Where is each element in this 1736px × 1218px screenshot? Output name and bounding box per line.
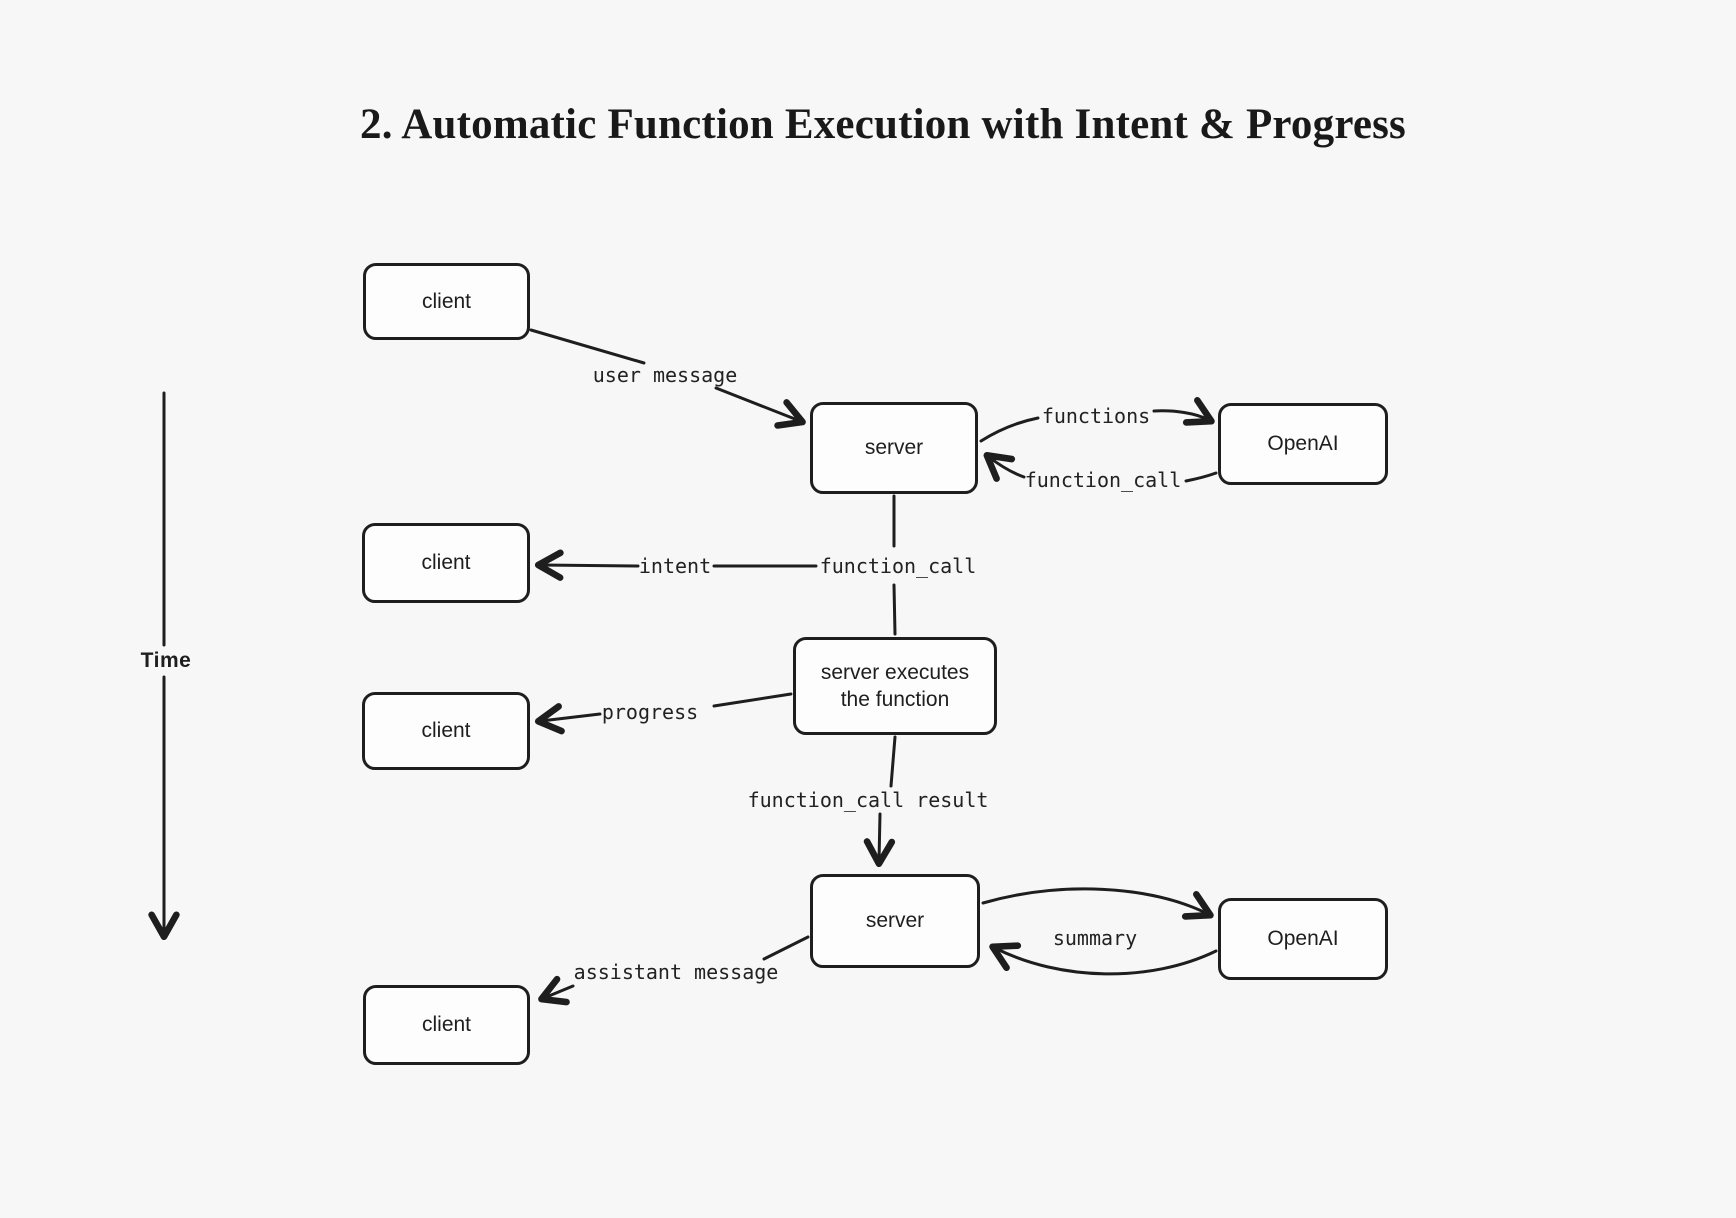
- intent-arrow: [534, 549, 640, 581]
- page-title: 2. Automatic Function Execution with Int…: [360, 101, 1406, 148]
- node-client-intent-label: client: [421, 551, 471, 575]
- edge-label-functions: functions: [1041, 404, 1151, 428]
- functions-line: [979, 416, 1040, 443]
- progress-line: [712, 692, 793, 708]
- assistant-message-arrow: [538, 975, 575, 1006]
- node-server-top-label: server: [864, 436, 924, 460]
- function-call-return-arrow: [983, 452, 1026, 482]
- function-call-down-line-lower: [892, 583, 897, 636]
- summary-arrow-to-openai: [981, 887, 1214, 920]
- node-client-intent: client: [362, 523, 530, 603]
- node-client-top-label: client: [421, 289, 472, 313]
- edge-label-assistant-message: assistant message: [573, 960, 779, 984]
- edge-label-user-message: user message: [592, 363, 738, 387]
- edge-label-function-call-down: function_call: [819, 554, 977, 578]
- progress-arrow: [534, 703, 602, 735]
- node-client-final-label: client: [421, 1013, 472, 1037]
- edge-label-function-call-result: function_call result: [747, 788, 989, 812]
- user-message-arrow: [714, 386, 806, 429]
- node-openai-bottom: OpenAI: [1218, 898, 1388, 980]
- node-server-bottom: server: [810, 874, 980, 968]
- edge-label-function-call-return: function_call: [1024, 468, 1182, 492]
- edge-label-intent: intent: [638, 554, 712, 578]
- function-call-result-line: [889, 735, 897, 788]
- node-client-final: client: [363, 985, 530, 1065]
- node-openai-bottom-label: OpenAI: [1267, 927, 1339, 951]
- node-executor-label-line1: server executes: [820, 660, 970, 684]
- node-executor-label-line2: the function: [840, 688, 950, 711]
- node-server-bottom-label: server: [865, 909, 925, 933]
- edge-label-progress: progress: [601, 700, 699, 724]
- function-call-result-arrow: [863, 812, 896, 868]
- edge-label-summary: summary: [1052, 926, 1138, 950]
- node-client-progress: client: [362, 692, 530, 770]
- functions-arrow: [1152, 397, 1215, 426]
- summary-arrow-to-server: [989, 942, 1218, 976]
- time-axis-label: Time: [140, 649, 192, 672]
- node-client-top: client: [363, 263, 530, 340]
- node-client-progress-label: client: [421, 719, 471, 743]
- assistant-message-line: [762, 935, 810, 961]
- node-openai-top: OpenAI: [1218, 403, 1388, 485]
- node-server-top: server: [810, 402, 978, 494]
- node-openai-top-label: OpenAI: [1267, 432, 1339, 456]
- user-message-line: [529, 328, 646, 365]
- node-server-executes-function: server executes the function: [793, 637, 997, 735]
- function-call-return-line: [1184, 471, 1218, 483]
